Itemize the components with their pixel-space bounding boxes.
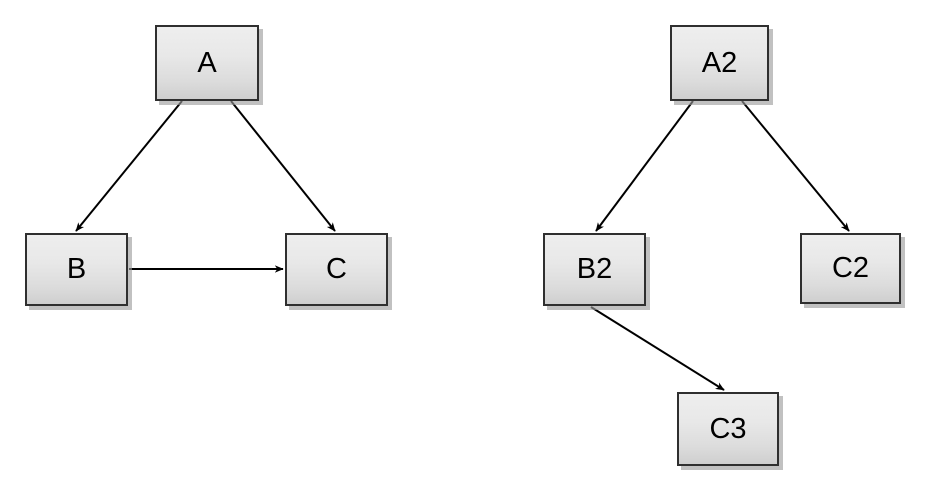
node-c2[interactable]: C2 — [800, 233, 901, 304]
node-c[interactable]: C — [285, 233, 388, 306]
edge-a-to-b — [75, 100, 183, 232]
edge-a2-to-b2 — [595, 100, 694, 232]
node-a[interactable]: A — [155, 25, 259, 101]
node-label: A — [197, 46, 217, 79]
edge-b2-to-c3 — [590, 306, 725, 391]
edge-a-to-c — [230, 100, 336, 232]
node-label: B2 — [576, 253, 613, 285]
node-label: A2 — [701, 46, 738, 79]
node-label: C3 — [709, 412, 747, 445]
edge-a2-to-c2 — [741, 100, 850, 232]
node-label: C2 — [831, 252, 870, 284]
node-b[interactable]: B — [25, 233, 128, 306]
node-a2[interactable]: A2 — [670, 25, 769, 101]
node-b2[interactable]: B2 — [543, 233, 646, 306]
edge-group — [75, 100, 850, 391]
node-label: C — [326, 253, 347, 285]
node-label: B — [66, 253, 87, 285]
node-c3[interactable]: C3 — [677, 392, 779, 466]
